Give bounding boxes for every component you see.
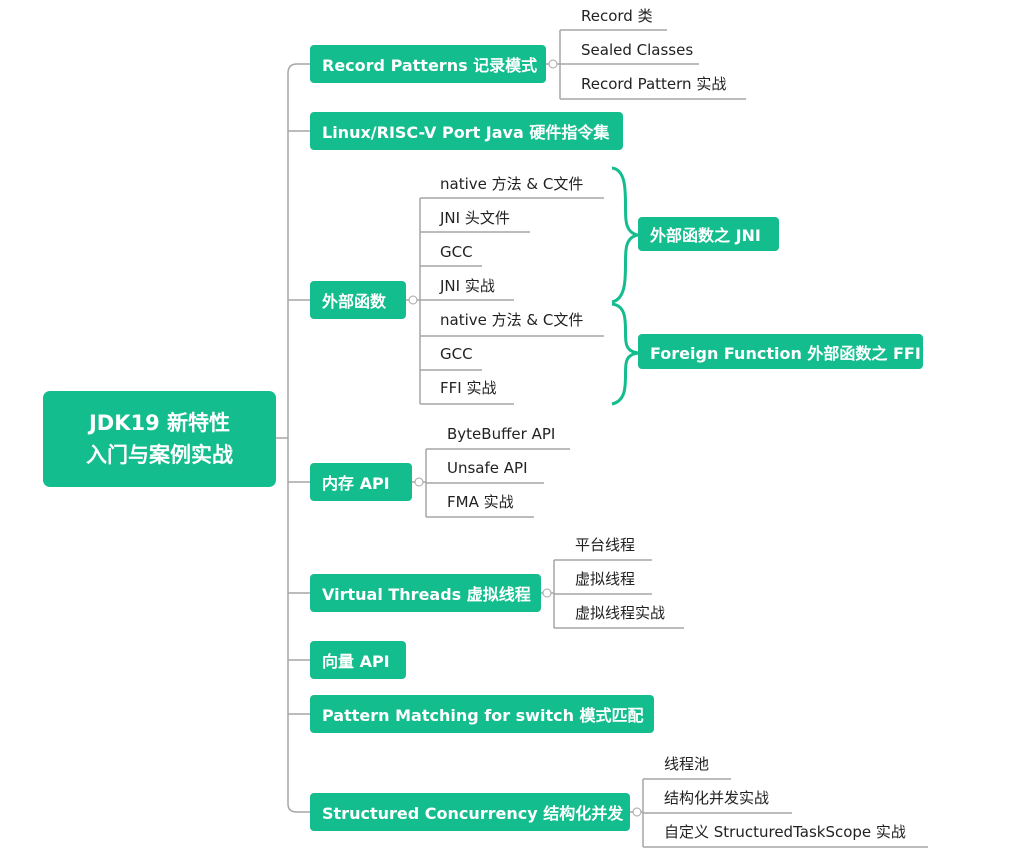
leaf-record-pattern-practice[interactable]: Record Pattern 实战 — [581, 75, 727, 93]
leaf-custom-structured-task-scope[interactable]: 自定义 StructuredTaskScope 实战 — [664, 823, 906, 841]
branch-linux-riscv[interactable]: Linux/RISC-V Port Java 硬件指令集 — [310, 112, 623, 150]
group-ffi[interactable]: Foreign Function 外部函数之 FFI — [638, 334, 923, 369]
leaf-gcc-ffi[interactable]: GCC — [440, 345, 473, 363]
trunk-stubs — [288, 63, 310, 813]
root-node[interactable]: JDK19 新特性 入门与案例实战 — [43, 391, 276, 487]
leaf-thread-pool[interactable]: 线程池 — [664, 755, 710, 773]
branch-memory-api[interactable]: 内存 API — [310, 463, 412, 501]
root-title-line2: 入门与案例实战 — [86, 443, 233, 467]
leaf-platform-threads[interactable]: 平台线程 — [575, 536, 636, 554]
leaf-sealed-classes[interactable]: Sealed Classes — [581, 41, 694, 59]
leaf-native-c-file-ffi[interactable]: native 方法 & C文件 — [440, 311, 584, 329]
leaf-gcc-jni[interactable]: GCC — [440, 243, 473, 261]
collapse-toggle-record — [548, 59, 558, 69]
collapse-toggle-memory — [414, 477, 424, 487]
branch-record-patterns[interactable]: Record Patterns 记录模式 — [310, 45, 546, 83]
leaf-structured-concurrency-practice[interactable]: 结构化并发实战 — [664, 789, 770, 807]
root-title-line1: JDK19 新特性 — [88, 411, 231, 435]
collapse-toggle-vthreads — [542, 588, 552, 598]
brace-ffi — [611, 302, 639, 406]
branch-pattern-matching[interactable]: Pattern Matching for switch 模式匹配 — [310, 695, 654, 733]
leaf-native-c-file-jni[interactable]: native 方法 & C文件 — [440, 175, 584, 193]
leaf-virtual-threads[interactable]: 虚拟线程 — [575, 570, 636, 588]
branch-structured-concurrency[interactable]: Structured Concurrency 结构化并发 — [310, 793, 630, 831]
leaf-ffi-practice[interactable]: FFI 实战 — [440, 379, 497, 397]
trunk-spine — [287, 63, 298, 813]
leaf-unsafe-api[interactable]: Unsafe API — [447, 459, 528, 477]
branch-foreign-function[interactable]: 外部函数 — [310, 281, 406, 319]
leaf-jni-header[interactable]: JNI 头文件 — [440, 209, 510, 227]
branch-vector-api[interactable]: 向量 API — [310, 641, 406, 679]
leaf-record-class[interactable]: Record 类 — [581, 7, 653, 25]
leaf-jni-practice[interactable]: JNI 实战 — [440, 277, 495, 295]
group-jni[interactable]: 外部函数之 JNI — [638, 217, 779, 251]
leaf-bytebuffer-api[interactable]: ByteBuffer API — [447, 425, 556, 443]
leaf-fma-practice[interactable]: FMA 实战 — [447, 493, 514, 511]
branch-virtual-threads[interactable]: Virtual Threads 虚拟线程 — [310, 574, 541, 612]
collapse-toggle-ffi — [408, 295, 418, 305]
brace-jni — [611, 166, 639, 304]
leaf-virtual-threads-practice[interactable]: 虚拟线程实战 — [575, 604, 666, 622]
collapse-toggle-sc — [632, 807, 642, 817]
ffi-children-lines — [406, 197, 604, 405]
